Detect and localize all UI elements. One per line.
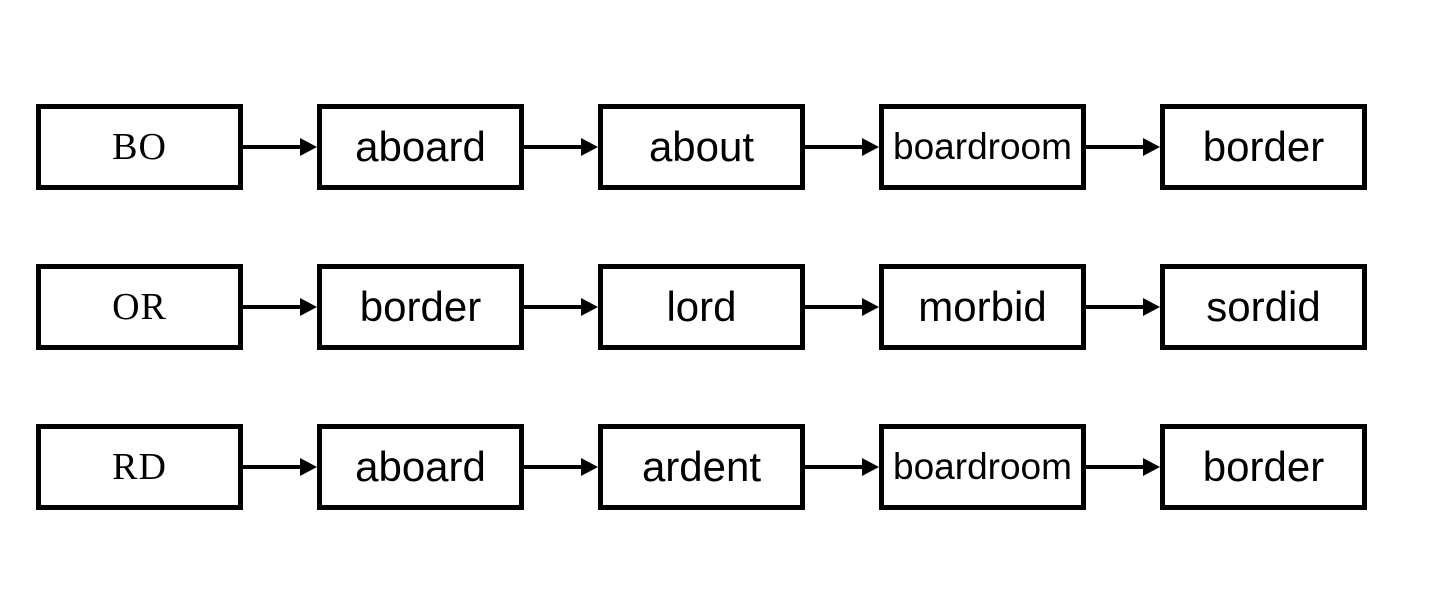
arrowhead-icon bbox=[581, 458, 598, 476]
word-node: sordid bbox=[1160, 264, 1367, 350]
arrowhead-icon bbox=[862, 138, 879, 156]
key-node: BO bbox=[36, 104, 243, 190]
word-node: border bbox=[317, 264, 524, 350]
word-node: border bbox=[1160, 424, 1367, 510]
arrow-shaft bbox=[243, 305, 304, 309]
arrow-right-icon bbox=[805, 424, 879, 510]
arrow-right-icon bbox=[524, 264, 598, 350]
arrowhead-icon bbox=[862, 298, 879, 316]
arrow-shaft bbox=[1086, 465, 1147, 469]
word-node: about bbox=[598, 104, 805, 190]
word-label: sordid bbox=[1206, 283, 1321, 330]
arrow-shaft bbox=[524, 465, 585, 469]
word-label: aboard bbox=[355, 123, 486, 170]
diagram-row-or: OR border lord morbid sordid bbox=[36, 264, 1431, 350]
arrowhead-icon bbox=[1143, 298, 1160, 316]
arrow-shaft bbox=[524, 145, 585, 149]
arrow-shaft bbox=[805, 305, 866, 309]
arrow-right-icon bbox=[1086, 264, 1160, 350]
word-node: aboard bbox=[317, 104, 524, 190]
word-label: ardent bbox=[641, 443, 762, 490]
word-node: lord bbox=[598, 264, 805, 350]
diagram-row-bo: BO aboard about boardroom border bbox=[36, 104, 1431, 190]
arrowhead-icon bbox=[862, 458, 879, 476]
arrow-shaft bbox=[805, 465, 866, 469]
arrow-right-icon bbox=[524, 424, 598, 510]
word-label: morbid bbox=[918, 283, 1047, 330]
word-label: border bbox=[359, 283, 482, 330]
arrow-right-icon bbox=[243, 264, 317, 350]
word-node: boardroom bbox=[879, 104, 1086, 190]
arrowhead-icon bbox=[300, 298, 317, 316]
arrow-shaft bbox=[524, 305, 585, 309]
diagram-row-rd: RD aboard ardent boardroom border bbox=[36, 424, 1431, 510]
key-label: RD bbox=[112, 446, 167, 488]
arrowhead-icon bbox=[300, 138, 317, 156]
word-label: boardroom bbox=[893, 126, 1072, 167]
arrow-shaft bbox=[805, 145, 866, 149]
arrow-right-icon bbox=[805, 104, 879, 190]
word-node: morbid bbox=[879, 264, 1086, 350]
arrow-right-icon bbox=[243, 104, 317, 190]
arrow-right-icon bbox=[1086, 424, 1160, 510]
arrow-shaft bbox=[1086, 305, 1147, 309]
key-node: OR bbox=[36, 264, 243, 350]
arrow-right-icon bbox=[243, 424, 317, 510]
key-node: RD bbox=[36, 424, 243, 510]
word-node: aboard bbox=[317, 424, 524, 510]
arrow-right-icon bbox=[805, 264, 879, 350]
word-label: about bbox=[648, 123, 755, 170]
word-label: lord bbox=[666, 283, 737, 330]
word-label: aboard bbox=[355, 443, 486, 490]
arrow-shaft bbox=[243, 145, 304, 149]
arrowhead-icon bbox=[581, 298, 598, 316]
arrowhead-icon bbox=[1143, 138, 1160, 156]
arrow-shaft bbox=[1086, 145, 1147, 149]
arrowhead-icon bbox=[1143, 458, 1160, 476]
key-label: OR bbox=[112, 286, 167, 328]
arrow-shaft bbox=[243, 465, 304, 469]
arrowhead-icon bbox=[581, 138, 598, 156]
arrow-right-icon bbox=[1086, 104, 1160, 190]
key-label: BO bbox=[112, 126, 167, 168]
word-node: border bbox=[1160, 104, 1367, 190]
arrow-right-icon bbox=[524, 104, 598, 190]
word-label: border bbox=[1202, 443, 1325, 490]
word-node: boardroom bbox=[879, 424, 1086, 510]
word-label: boardroom bbox=[893, 446, 1072, 487]
arrowhead-icon bbox=[300, 458, 317, 476]
word-label: border bbox=[1202, 123, 1325, 170]
word-node: ardent bbox=[598, 424, 805, 510]
